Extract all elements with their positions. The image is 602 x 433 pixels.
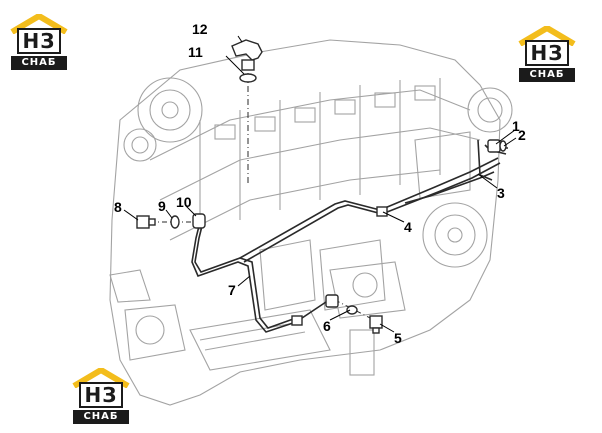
leader-lines xyxy=(123,35,517,333)
logo-mark: НЗ xyxy=(17,28,61,54)
fittings xyxy=(136,39,507,334)
callout-1: 1 xyxy=(512,118,520,134)
logo-top-left: НЗ СНАБ xyxy=(8,14,70,72)
callout-10: 10 xyxy=(176,194,192,210)
callout-8: 8 xyxy=(114,199,122,215)
callout-2: 2 xyxy=(518,127,526,143)
callout-7: 7 xyxy=(228,282,236,298)
callout-5: 5 xyxy=(394,330,402,346)
callout-11: 11 xyxy=(188,44,203,60)
callout-3: 3 xyxy=(497,185,505,201)
logo-bottom-left: НЗ СНАБ xyxy=(70,368,132,426)
fuel-pipes xyxy=(191,139,508,333)
logo-top-right: НЗ СНАБ xyxy=(516,26,578,84)
callout-12: 12 xyxy=(192,21,208,37)
logo-mark: НЗ xyxy=(79,382,123,408)
logo-caption: СНАБ xyxy=(73,410,129,424)
logo-caption: СНАБ xyxy=(519,68,575,82)
callout-6: 6 xyxy=(323,318,331,334)
engine-block xyxy=(109,39,513,406)
callout-9: 9 xyxy=(158,198,166,214)
callout-4: 4 xyxy=(404,219,412,235)
logo-mark: НЗ xyxy=(525,40,569,66)
logo-caption: СНАБ xyxy=(11,56,67,70)
